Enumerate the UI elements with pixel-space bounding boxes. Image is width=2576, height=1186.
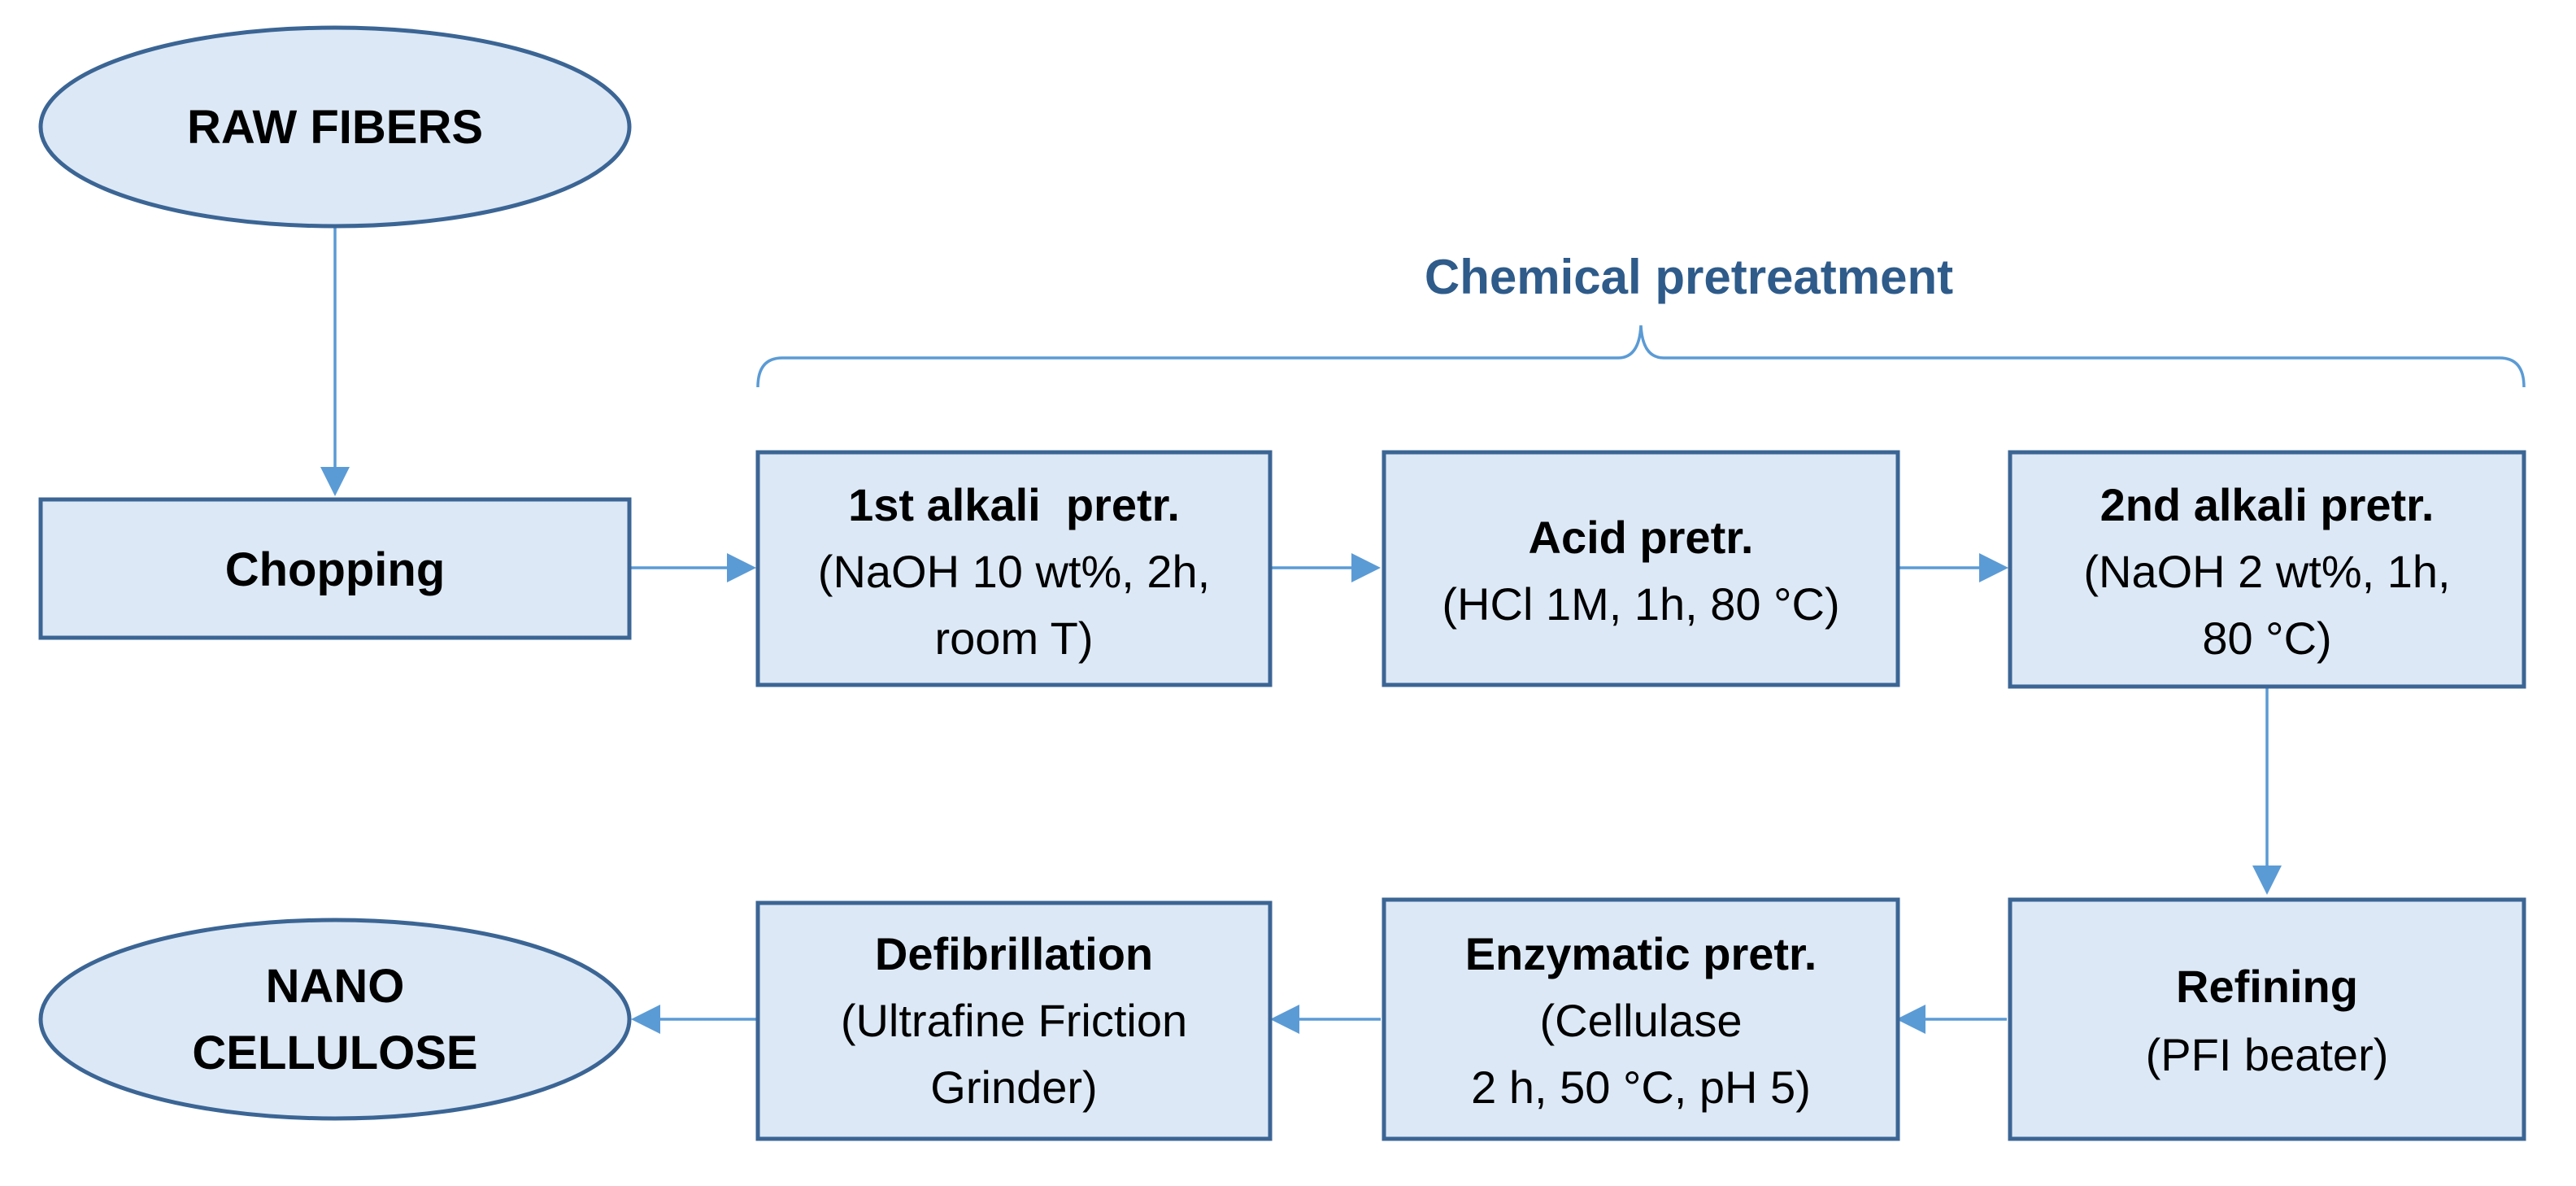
arrowhead-enzymatic-to-defibrillation <box>1270 1005 1299 1034</box>
arrowhead-alkali1-to-acid <box>1351 553 1381 582</box>
chopping-box <box>38 497 632 640</box>
defibrillation-title: Defibrillation <box>875 928 1153 979</box>
nanocellulose-label-line-1: NANO <box>266 960 405 1013</box>
node-nanocellulose: NANO CELLULOSE <box>38 918 632 1121</box>
chemical-pretreatment-brace <box>756 325 2526 388</box>
acid-box <box>1382 450 1900 687</box>
chemical-pretreatment-label: Chemical pretreatment <box>1425 250 1953 304</box>
alkali1-detail-line-1: (NaOH 10 wt%, 2h, <box>818 546 1210 597</box>
node-refining: Refining (PFI beater) <box>2008 897 2526 1141</box>
alkali2-title: 2nd alkali pretr. <box>2100 479 2435 530</box>
node-raw-fibers: RAW FIBERS <box>38 25 632 229</box>
arrowhead-raw-to-chopping <box>320 467 350 496</box>
acid-detail-line-1: (HCl 1M, 1h, 80 °C) <box>1442 578 1839 630</box>
node-enzymatic: Enzymatic pretr. (Cellulase 2 h, 50 °C, … <box>1382 897 1900 1141</box>
alkali1-detail-line-2: room T) <box>935 613 1094 664</box>
acid-title: Acid pretr. <box>1529 512 1754 563</box>
node-alkali-2: 2nd alkali pretr. (NaOH 2 wt%, 1h, 80 °C… <box>2008 450 2526 689</box>
node-chopping: Chopping <box>38 497 632 640</box>
enzymatic-detail-line-2: 2 h, 50 °C, pH 5) <box>1471 1062 1811 1113</box>
refining-box <box>2008 897 2526 1141</box>
alkali2-detail-line-2: 80 °C) <box>2202 613 2331 664</box>
alkali2-box <box>2008 450 2526 689</box>
node-acid: Acid pretr. (HCl 1M, 1h, 80 °C) <box>1382 450 1900 687</box>
defibrillation-detail-line-2: Grinder) <box>930 1062 1097 1113</box>
alkali2-detail-line-1: (NaOH 2 wt%, 1h, <box>2083 546 2450 597</box>
connectors <box>320 228 2282 1034</box>
enzymatic-box <box>1382 897 1900 1141</box>
enzymatic-title: Enzymatic pretr. <box>1465 928 1817 979</box>
defibrillation-box <box>755 900 1273 1141</box>
alkali1-box <box>755 450 1273 687</box>
chopping-label: Chopping <box>225 543 446 596</box>
raw-fibers-ellipse <box>38 25 632 229</box>
nanocellulose-ellipse <box>38 918 632 1121</box>
alkali1-title: 1st alkali pretr. <box>848 479 1180 530</box>
arrowhead-chopping-to-alkali1 <box>727 553 756 582</box>
arrowhead-alkali2-to-refining <box>2252 866 2282 895</box>
arrowhead-refining-to-enzymatic <box>1896 1005 1925 1034</box>
arrowhead-defibrillation-to-nanocellulose <box>631 1005 660 1034</box>
raw-fibers-label: RAW FIBERS <box>187 101 483 154</box>
refining-detail-line-1: (PFI beater) <box>2146 1029 2389 1080</box>
arrowhead-acid-to-alkali2 <box>1979 553 2008 582</box>
enzymatic-detail-line-1: (Cellulase <box>1540 995 1743 1046</box>
defibrillation-detail-line-1: (Ultrafine Friction <box>841 995 1187 1046</box>
nanocellulose-label-line-2: CELLULOSE <box>192 1027 477 1079</box>
node-defibrillation: Defibrillation (Ultrafine Friction Grind… <box>755 900 1273 1141</box>
refining-title: Refining <box>2176 961 2358 1012</box>
node-alkali-1: 1st alkali pretr. (NaOH 10 wt%, 2h, room… <box>755 450 1273 687</box>
